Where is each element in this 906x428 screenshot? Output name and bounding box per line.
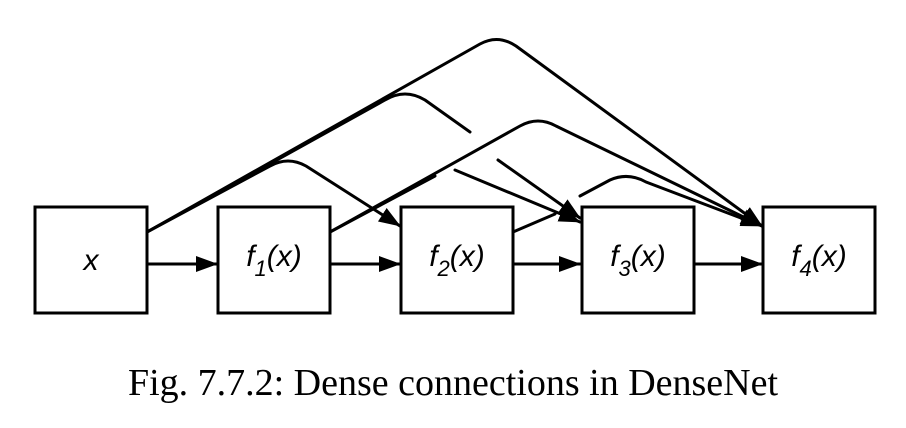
node-f2-fn: f bbox=[429, 240, 440, 273]
node-f1-fn: f bbox=[246, 240, 257, 273]
node-f4-fn: f bbox=[791, 240, 802, 273]
node-f3-label: f3(x) bbox=[610, 240, 666, 281]
edge-x-to-f2 bbox=[145, 159, 402, 234]
node-f3-fn: f bbox=[610, 240, 621, 273]
figure-caption: Fig. 7.7.2: Dense connections in DenseNe… bbox=[127, 362, 779, 404]
node-f1: f1(x) bbox=[216, 205, 332, 315]
node-f2-sub: 2 bbox=[437, 256, 450, 281]
edge-f1-to-f4 bbox=[328, 119, 764, 234]
edge-x-to-f3 bbox=[145, 92, 472, 234]
node-f1-label: f1(x) bbox=[246, 240, 302, 281]
node-f2-arg: (x) bbox=[450, 240, 485, 273]
node-x-label: x bbox=[82, 244, 100, 277]
edge-f2-to-f4 bbox=[511, 175, 762, 232]
node-f2-box bbox=[399, 205, 515, 315]
node-f1-arg: (x) bbox=[267, 240, 302, 273]
node-x: x bbox=[33, 205, 149, 315]
node-f3: f3(x) bbox=[580, 205, 696, 315]
node-f3-box bbox=[580, 205, 696, 315]
node-f3-arg: (x) bbox=[631, 240, 666, 273]
node-f2: f2(x) bbox=[399, 205, 515, 315]
node-f4-label: f4(x) bbox=[791, 240, 847, 281]
node-f3-sub: 3 bbox=[619, 256, 632, 281]
node-f4-arg: (x) bbox=[812, 240, 847, 273]
edge-x-to-f4 bbox=[145, 38, 764, 234]
node-f2-label: f2(x) bbox=[429, 240, 485, 281]
node-f1-box bbox=[216, 205, 332, 315]
node-x-fn: x bbox=[82, 244, 100, 277]
skip-edges bbox=[145, 38, 764, 234]
node-f4-sub: 4 bbox=[800, 256, 812, 281]
node-f4: f4(x) bbox=[761, 205, 877, 315]
node-x-box bbox=[33, 205, 149, 315]
node-f4-box bbox=[761, 205, 877, 315]
node-f1-sub: 1 bbox=[255, 256, 267, 281]
